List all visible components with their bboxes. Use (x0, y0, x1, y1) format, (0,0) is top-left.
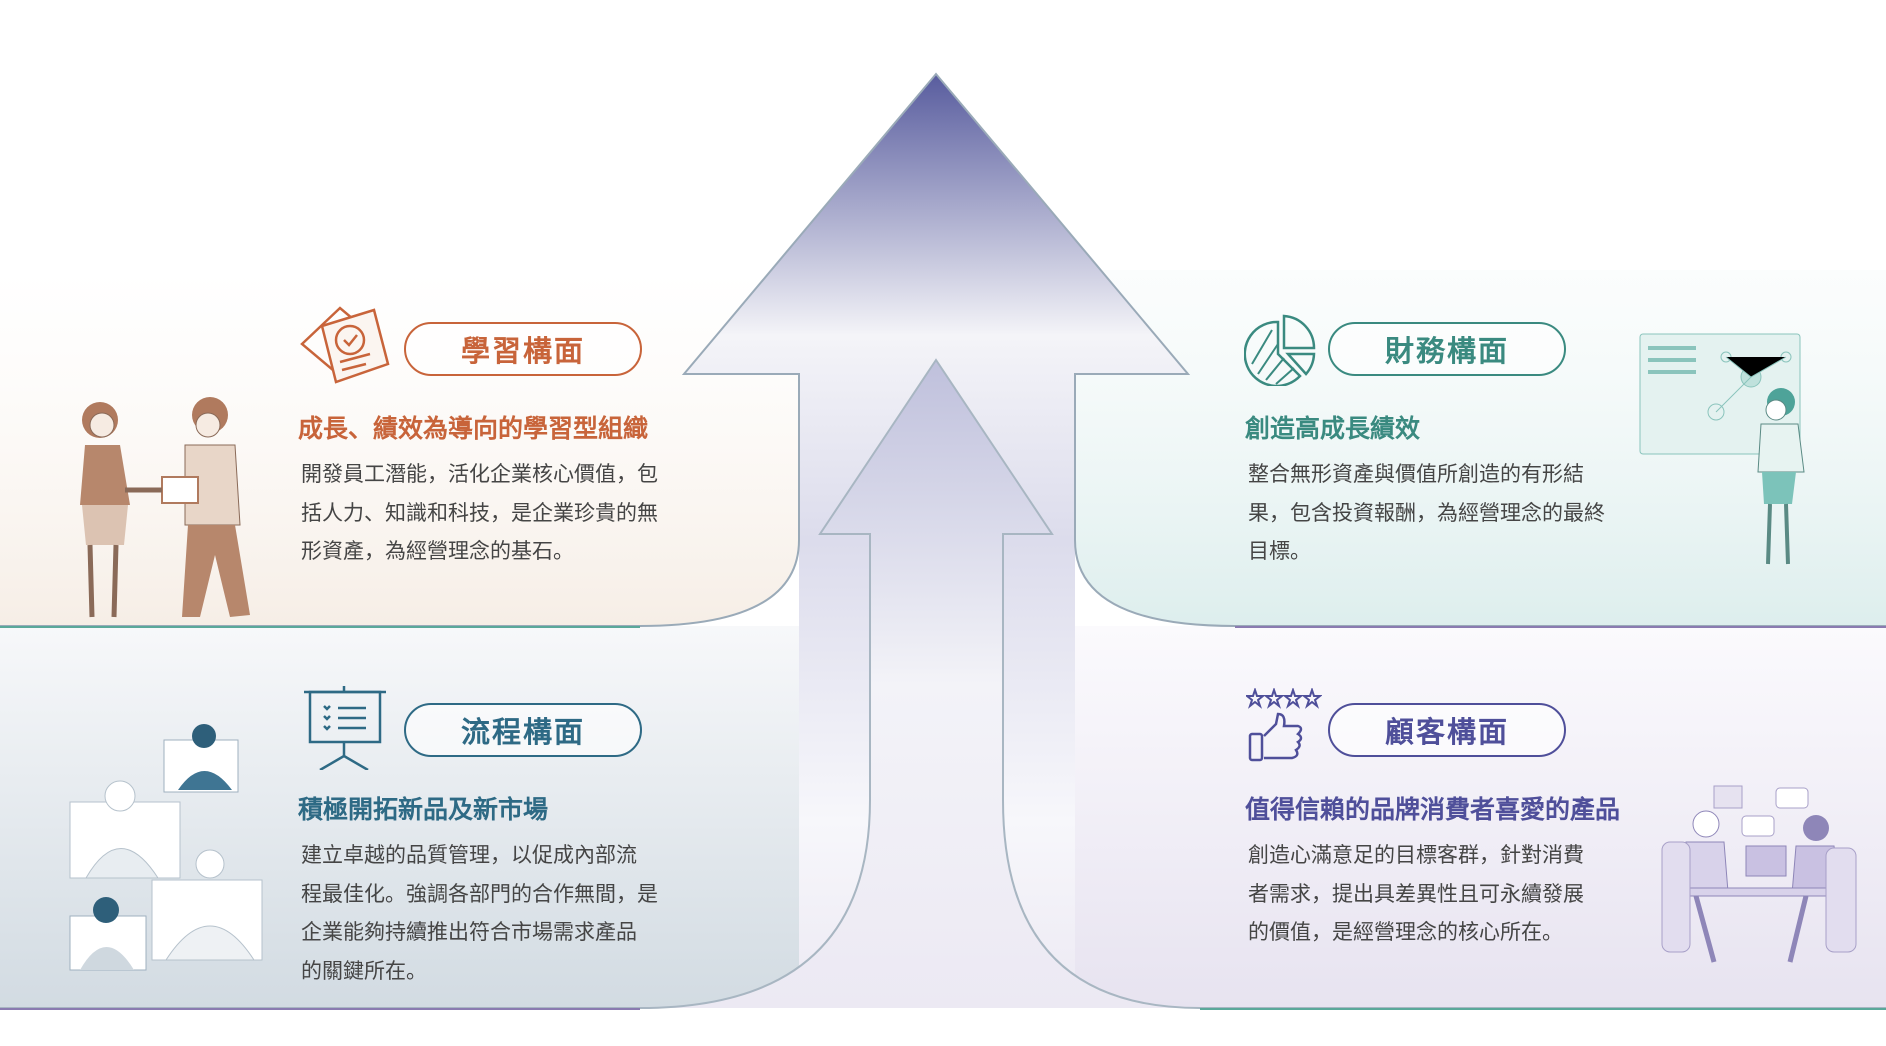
handshake-illustration (80, 397, 250, 618)
customer-label: 顧客構面 (1328, 703, 1566, 757)
finance-label: 財務構面 (1328, 322, 1566, 376)
body-line: 整合無形資產與價值所創造的有形結 (1248, 462, 1584, 486)
process-subtitle: 積極開拓新品及新市場 (298, 795, 549, 824)
customer-body: 創造心滿意足的目標客群，針對消費 者需求，提出具差異性且可永續發展 的價值，是經… (1248, 836, 1618, 952)
body-line: 括人力、知識和科技，是企業珍貴的無 (301, 500, 658, 525)
learning-body: 開發員工潛能，活化企業核心價值，包 括人力、知識和科技，是企業珍貴的無 形資產，… (301, 455, 671, 571)
body-line: 者需求，提出具差異性且可永續發展 (1248, 881, 1584, 906)
body-line: 目標。 (1248, 539, 1311, 563)
learning-label: 學習構面 (404, 322, 642, 376)
finance-body: 整合無形資產與價值所創造的有形結 果，包含投資報酬，為經營理念的最終 目標。 (1248, 455, 1618, 571)
learning-subtitle: 成長、績效為導向的學習型組織 (298, 414, 649, 443)
finance-subtitle: 創造高成長績效 (1245, 414, 1421, 443)
body-line: 形資產，為經營理念的基石。 (301, 539, 574, 563)
customer-subtitle: 值得信賴的品牌消費者喜愛的產品 (1245, 795, 1621, 824)
inner-arrow (640, 360, 1200, 1008)
body-line: 的價值，是經營理念的核心所在。 (1248, 920, 1563, 944)
body-line: 開發員工潛能，活化企業核心價值，包 (301, 462, 658, 486)
presenter-illustration (1639, 333, 1805, 565)
body-line: 的關鍵所在。 (301, 958, 427, 983)
video-call-illustration (69, 724, 263, 971)
body-line: 建立卓越的品質管理，以促成內部流 (301, 843, 637, 867)
process-label: 流程構面 (404, 703, 642, 757)
body-line: 創造心滿意足的目標客群，針對消費 (1248, 843, 1584, 867)
body-line: 企業能夠持續推出符合市場需求產品 (301, 920, 637, 944)
body-line: 程最佳化。強調各部門的合作無間，是 (301, 881, 658, 906)
thumbs-up-stars-icon (1246, 688, 1322, 762)
presentation-board-icon (304, 686, 386, 770)
body-line: 果，包含投資報酬，為經營理念的最終 (1248, 500, 1605, 525)
customer-meeting-illustration (1661, 785, 1857, 963)
documents-check-icon (300, 306, 390, 384)
process-body: 建立卓越的品質管理，以促成內部流 程最佳化。強調各部門的合作無間，是 企業能夠持… (301, 836, 671, 990)
pie-chart-icon (1244, 314, 1316, 386)
